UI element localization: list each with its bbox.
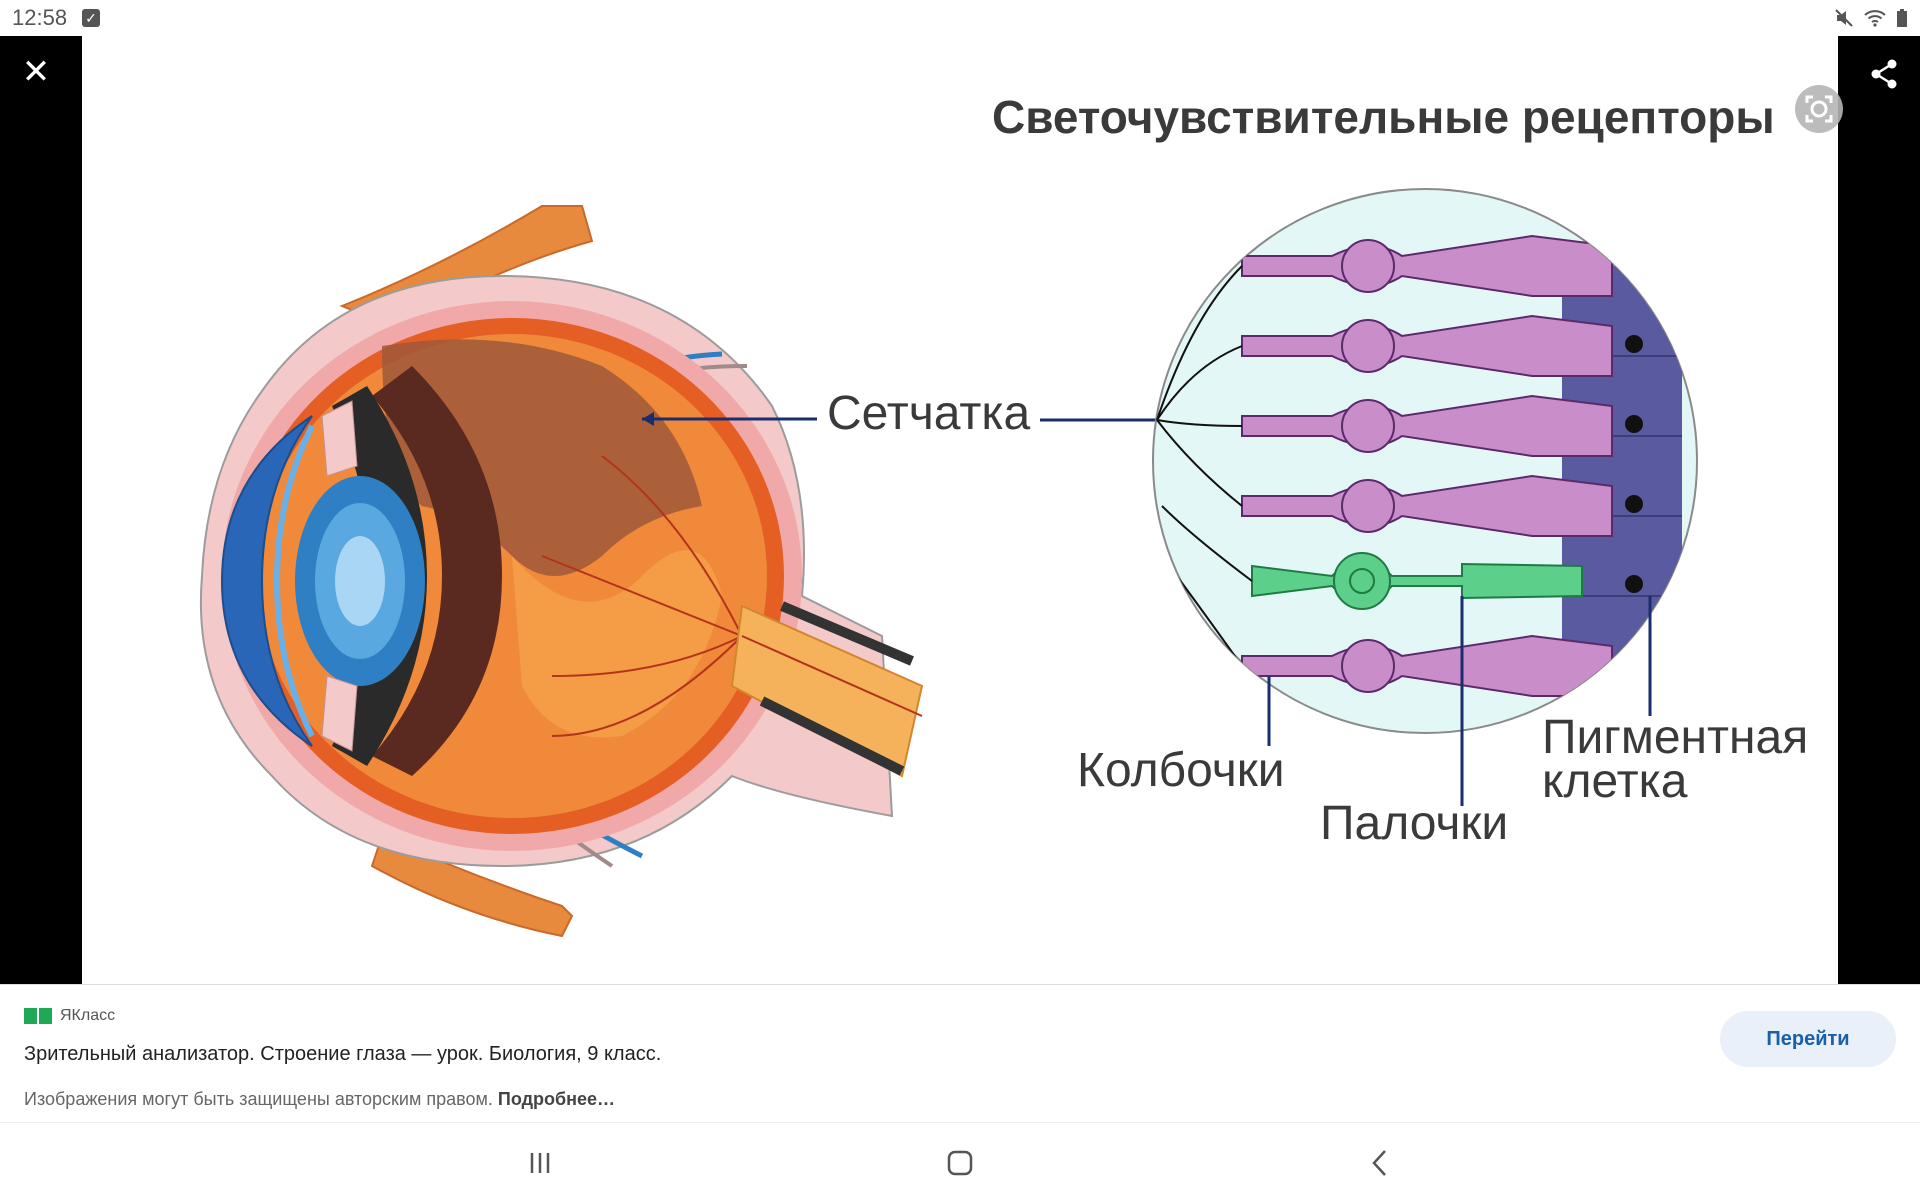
close-icon[interactable]: ✕ [21,53,51,91]
status-icons [1834,8,1908,33]
page-title[interactable]: Зрительный анализатор. Строение глаза — … [24,1043,662,1065]
label-pigment-line1: Пигментная [1542,711,1809,764]
diagram-title: Светочувствительные рецепторы [992,91,1775,143]
image-viewer: ✕ [0,36,1920,984]
navigation-bar [0,1122,1920,1201]
lens-icon[interactable] [1795,85,1843,133]
label-pigment-line2: клетка [1542,755,1688,808]
copyright-notice: Изображения могут быть защищены авторски… [24,1089,615,1110]
label-pigment-cell: Пигментная клетка [1542,711,1809,808]
image-info-panel: ЯКласс Зрительный анализатор. Строение г… [0,984,1920,1123]
status-time: 12:58 [12,5,68,30]
wifi-icon [1864,8,1886,33]
eye-diagram [199,188,1698,938]
share-icon[interactable] [1866,56,1902,92]
eyeball-illustration [199,205,924,938]
source-name: ЯКласс [60,1007,116,1024]
receptors-illustration [1152,188,1698,734]
checkbox-notification-icon: ✓ [82,9,100,27]
more-link[interactable]: Подробнее… [497,1089,616,1109]
recent-apps-icon[interactable] [520,1143,560,1183]
copyright-text: Изображения могут быть защищены авторски… [24,1089,493,1109]
go-button[interactable]: Перейти [1720,1011,1896,1067]
mute-icon [1834,8,1854,33]
home-icon[interactable] [940,1143,980,1183]
diagram-image: Светочувствительные рецепторы Сетчатка К… [82,36,1838,984]
source-row[interactable]: ЯКласс [24,1007,115,1025]
source-logo-icon [24,1008,52,1024]
label-retina: Сетчатка [827,387,1031,440]
label-cones: Колбочки [1077,744,1285,797]
back-icon[interactable] [1360,1143,1400,1183]
battery-icon [1896,8,1908,33]
status-bar: 12:58 ✓ [0,0,1920,36]
label-rods: Палочки [1320,797,1509,850]
